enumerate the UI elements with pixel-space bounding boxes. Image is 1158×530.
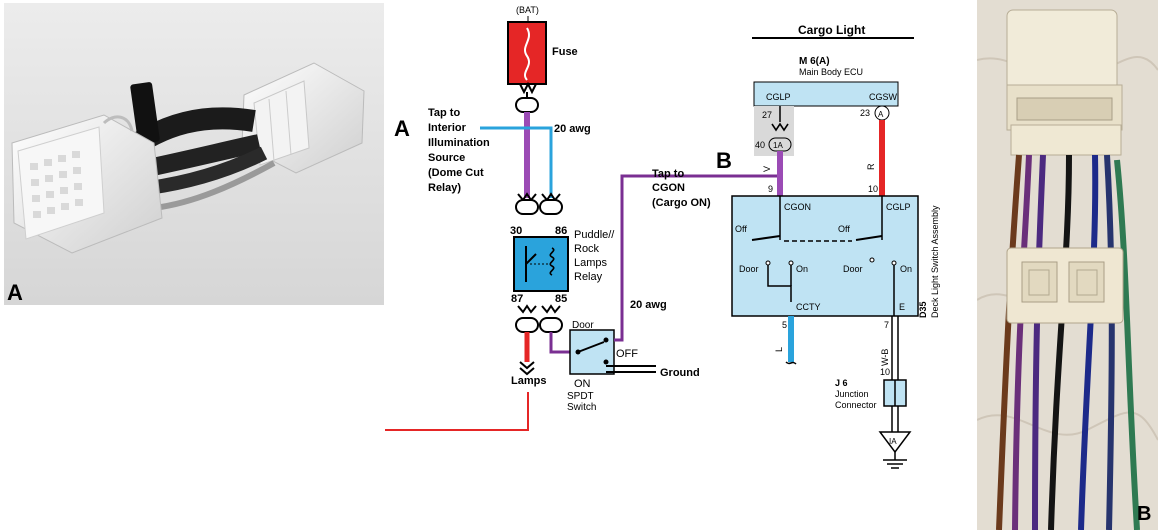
wire-wb-label: W-B	[880, 349, 890, 366]
junction-code: J 6	[835, 378, 848, 388]
pin-86: 86	[555, 225, 567, 237]
crimp-icon	[519, 81, 537, 95]
pin-87: 87	[511, 293, 523, 305]
harness-adapter-image: A	[4, 3, 384, 305]
deck-pin-10: 10	[868, 184, 878, 194]
deck-door-left: Door	[739, 264, 759, 274]
pin-85: 85	[555, 293, 567, 305]
cargo-light-title: Cargo Light	[798, 23, 865, 37]
deck-on-left: On	[796, 264, 808, 274]
ground-point-label: IA	[889, 437, 897, 446]
photo-b-label: B	[1137, 503, 1151, 525]
deck-code: D35	[918, 301, 928, 318]
deck-door-right: Door	[843, 264, 863, 274]
tap-cgon-text: Tap to CGON (Cargo ON)	[652, 168, 711, 209]
main-body-ecu-box	[753, 81, 899, 107]
deck-name: Deck Light Switch Assembly	[930, 205, 940, 318]
switch-off-label: OFF	[616, 348, 638, 360]
junction-pin-10: 10	[880, 367, 890, 377]
purple-tap-wire	[614, 174, 778, 342]
deck-light-switch-box	[731, 195, 919, 317]
taped-wire-bundle	[117, 82, 276, 211]
fuse-label: Fuse	[552, 46, 578, 58]
switch-contact-left	[751, 235, 781, 241]
left-connector	[11, 114, 163, 254]
ecu-pin-23: 23	[860, 108, 870, 118]
switch-contact-right	[855, 235, 883, 241]
ground-symbol-icon	[883, 459, 907, 469]
deck-off-right: Off	[838, 224, 850, 234]
bat-label: (BAT)	[516, 5, 539, 15]
blue-wire-86	[480, 126, 553, 198]
deck-cgon: CGON	[784, 202, 811, 212]
spdt-switch-icon	[569, 329, 615, 375]
ground-point-icon	[878, 431, 912, 454]
deck-pin-5: 5	[782, 320, 787, 330]
switch-on-label: ON	[574, 378, 591, 390]
lamps-label: Lamps	[511, 375, 546, 387]
ecu-pin-27: 27	[762, 110, 772, 120]
deck-on-right: On	[900, 264, 912, 274]
deck-e: E	[899, 302, 905, 312]
wiring-diagram: A B (BAT) Fuse Tap to Interior Illuminat…	[385, 5, 940, 469]
upper-plug	[1006, 9, 1123, 156]
ecu-cgsw: CGSW	[869, 92, 898, 102]
junction-name: Junction Connector	[835, 389, 877, 410]
deck-pin-9: 9	[768, 184, 773, 194]
relay-icon	[513, 236, 569, 292]
lower-plug	[1006, 247, 1124, 324]
ecu-name: Main Body ECU	[799, 67, 863, 77]
marker-a: A	[394, 116, 410, 141]
wire-l-label: L	[774, 347, 784, 352]
ground-label: Ground	[660, 367, 700, 379]
ecu-pin-40: 40	[755, 140, 765, 150]
switch-name: SPDT Switch	[567, 391, 596, 413]
fuse-icon	[507, 21, 547, 85]
red-wire-lower	[385, 392, 529, 431]
deck-ccty: CCTY	[796, 302, 821, 312]
photo-a-harness-adapter: A	[4, 3, 384, 305]
photo-a-label: A	[7, 280, 23, 305]
wire-gauge-top: 20 awg	[554, 123, 591, 135]
right-connector	[241, 62, 365, 174]
deck-pin-7: 7	[884, 320, 889, 330]
ecu-cglp: CGLP	[766, 92, 791, 102]
connector-1a-label: 1A	[773, 141, 783, 150]
marker-b: B	[716, 148, 732, 173]
tap-interior-text: Tap to Interior Illumination Source (Dom…	[428, 107, 493, 194]
deck-cglp: CGLP	[886, 202, 911, 212]
connector-closeup-image: B	[977, 0, 1158, 530]
connector-icon	[515, 97, 539, 113]
relay-name: Puddle// Rock Lamps Relay	[574, 229, 617, 283]
connector-a-label: A	[878, 110, 884, 119]
wire-v-label: V	[762, 166, 772, 172]
wire-gauge-bottom: 20 awg	[630, 299, 667, 311]
deck-off-left: Off	[735, 224, 747, 234]
wire-r-label: R	[866, 163, 876, 170]
switch-door-label: Door	[572, 320, 594, 331]
photo-b-connector-closeup: B	[977, 0, 1158, 530]
purple-wire-85	[549, 332, 574, 354]
pin-30: 30	[510, 225, 522, 237]
ecu-code: M 6(A)	[799, 56, 830, 67]
